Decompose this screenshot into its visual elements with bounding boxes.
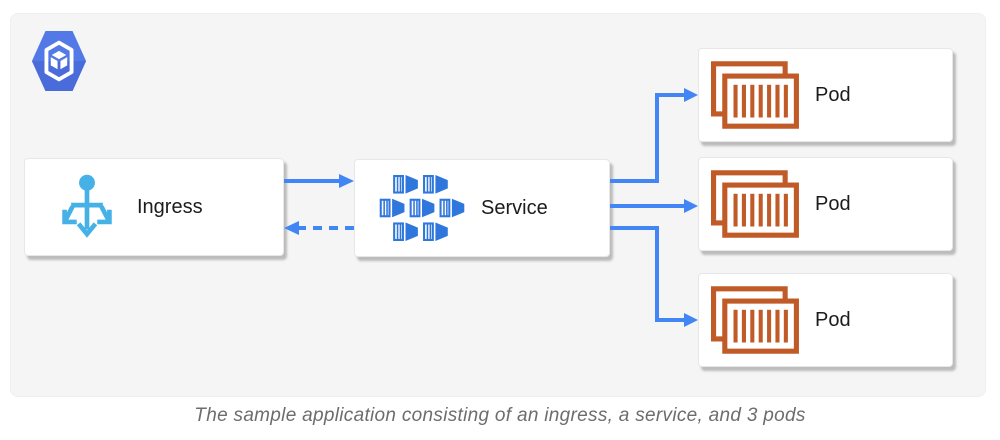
service-pod-arrows: [610, 88, 698, 327]
ingress-service-arrows: [284, 174, 354, 235]
pod-label: Pod: [815, 83, 851, 106]
pod-node-3: Pod: [698, 273, 953, 367]
arrow-service-to-pod-1: [610, 88, 698, 183]
arrow-service-to-ingress-dashed: [284, 221, 354, 235]
pod-node-1: Pod: [698, 48, 953, 142]
pod-label: Pod: [815, 192, 851, 215]
service-node: Service: [354, 159, 610, 257]
ingress-label: Ingress: [137, 195, 203, 218]
pod-icon: [711, 61, 799, 129]
ingress-node: Ingress: [24, 158, 284, 256]
arrow-service-to-pod-2: [610, 199, 698, 213]
arrow-ingress-to-service: [284, 174, 354, 188]
gke-logo-icon: [31, 31, 87, 91]
ingress-icon: [62, 174, 112, 238]
pod-node-2: Pod: [698, 157, 953, 251]
pod-icon: [711, 170, 799, 238]
arrow-service-to-pod-3: [610, 226, 698, 327]
caption: The sample application consisting of an …: [194, 405, 806, 426]
pod-icon: [711, 286, 799, 354]
service-label: Service: [481, 196, 548, 219]
pod-label: Pod: [815, 308, 851, 331]
service-icon: [379, 175, 465, 241]
